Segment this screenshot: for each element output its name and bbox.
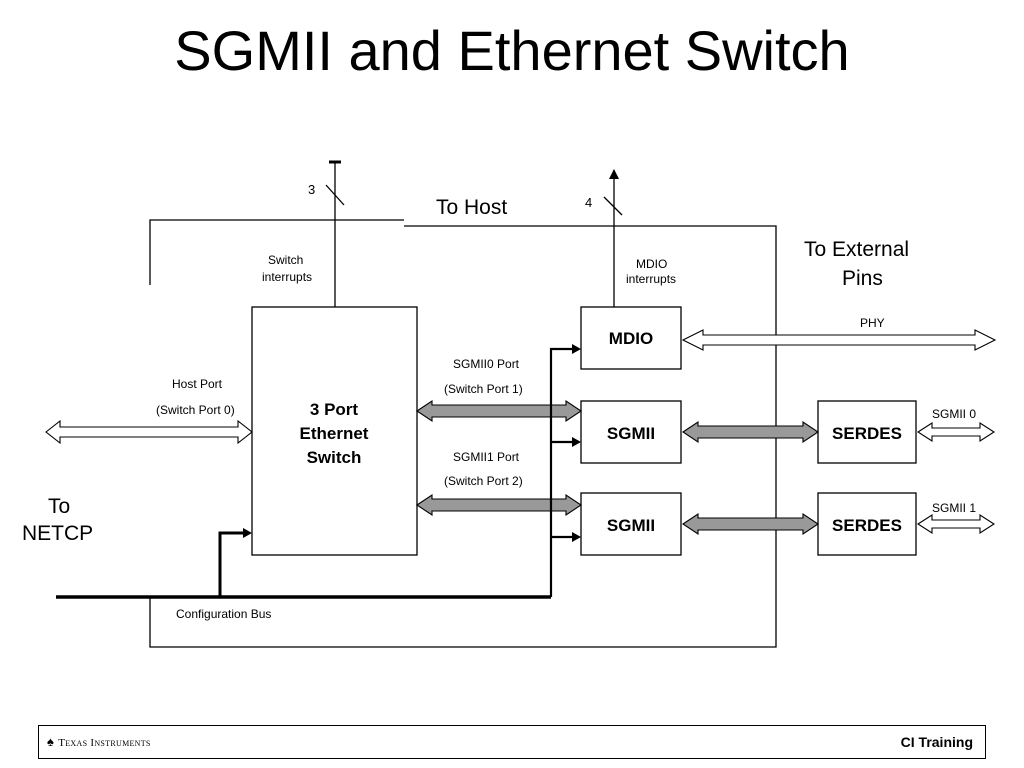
subsystem-boundary (149, 219, 777, 648)
serdes-box-2 (817, 492, 917, 556)
sgmii-box-2-label: SGMII (607, 516, 655, 535)
switch-box-label-3: Switch (307, 448, 362, 467)
ethernet-switch-box (251, 306, 418, 556)
phy-arrow (681, 329, 997, 351)
switch-box-label-2: Ethernet (300, 424, 369, 443)
host-port-arrow (45, 419, 253, 445)
ethernet-switch-diagram: To Host 3 Switch interrupts 4 MDIO inter… (22, 160, 997, 648)
ci-training-label: CI Training (900, 734, 973, 750)
switch-box-label-1: 3 Port (310, 400, 359, 419)
sgmii-serdes-arrow-2 (682, 512, 819, 536)
serdes-box-1-label: SERDES (832, 424, 902, 443)
ti-logo-icon: ♠ (47, 734, 55, 749)
sgmii-box-1-label: SGMII (607, 424, 655, 443)
sgmii1-port-label-2: (Switch Port 2) (444, 474, 523, 488)
mdio-interrupts-label: MDIO (636, 257, 667, 271)
sgmii0-ext-arrow (916, 421, 996, 443)
serdes-box-2-label: SERDES (832, 516, 902, 535)
to-host-label: To Host (436, 196, 507, 219)
switch-interrupts-label: Switch (268, 253, 303, 267)
sgmii1-port-label: SGMII1 Port (453, 450, 520, 464)
mdio-box (580, 306, 682, 370)
to-external-pins-label-2: Pins (842, 267, 883, 290)
sgmii-box-2 (580, 492, 682, 556)
phy-label: PHY (860, 316, 885, 330)
sgmii-serdes-arrow-1 (682, 420, 819, 444)
sgmii1-port-arrow (416, 493, 582, 517)
mdio-interrupts-label-2: interrupts (626, 272, 676, 286)
sgmii0-port-label-2: (Switch Port 1) (444, 382, 523, 396)
sgmii0-port-arrow (416, 399, 582, 423)
ti-logo: ♠Texas Instruments (47, 734, 151, 750)
mdio-interrupt-bus (603, 169, 623, 307)
ti-logo-text: Texas Instruments (58, 737, 151, 749)
mdio-bus-width: 4 (585, 195, 592, 210)
serdes-box-1 (817, 400, 917, 464)
configuration-bus (56, 347, 572, 599)
to-netcp-label: To (48, 495, 70, 518)
footer-bar: ♠Texas Instruments CI Training (38, 725, 986, 759)
sgmii-box-1 (580, 400, 682, 464)
host-port-label: Host Port (172, 377, 223, 391)
mdio-box-label: MDIO (609, 329, 653, 348)
slide-title: SGMII and Ethernet Switch (174, 19, 850, 82)
switch-interrupt-bus (325, 160, 345, 307)
switch-bus-width: 3 (308, 182, 315, 197)
sgmii1-ext-label: SGMII 1 (932, 501, 976, 515)
to-netcp-label-2: NETCP (22, 522, 93, 545)
configuration-bus-label: Configuration Bus (176, 607, 271, 621)
sgmii0-ext-label: SGMII 0 (932, 407, 976, 421)
configuration-bus-arrowheads (243, 344, 581, 542)
switch-interrupts-label-2: interrupts (262, 270, 312, 284)
sgmii1-ext-arrow (916, 513, 996, 535)
to-external-pins-label: To External (804, 238, 909, 261)
host-port-label-2: (Switch Port 0) (156, 403, 235, 417)
sgmii0-port-label: SGMII0 Port (453, 357, 520, 371)
